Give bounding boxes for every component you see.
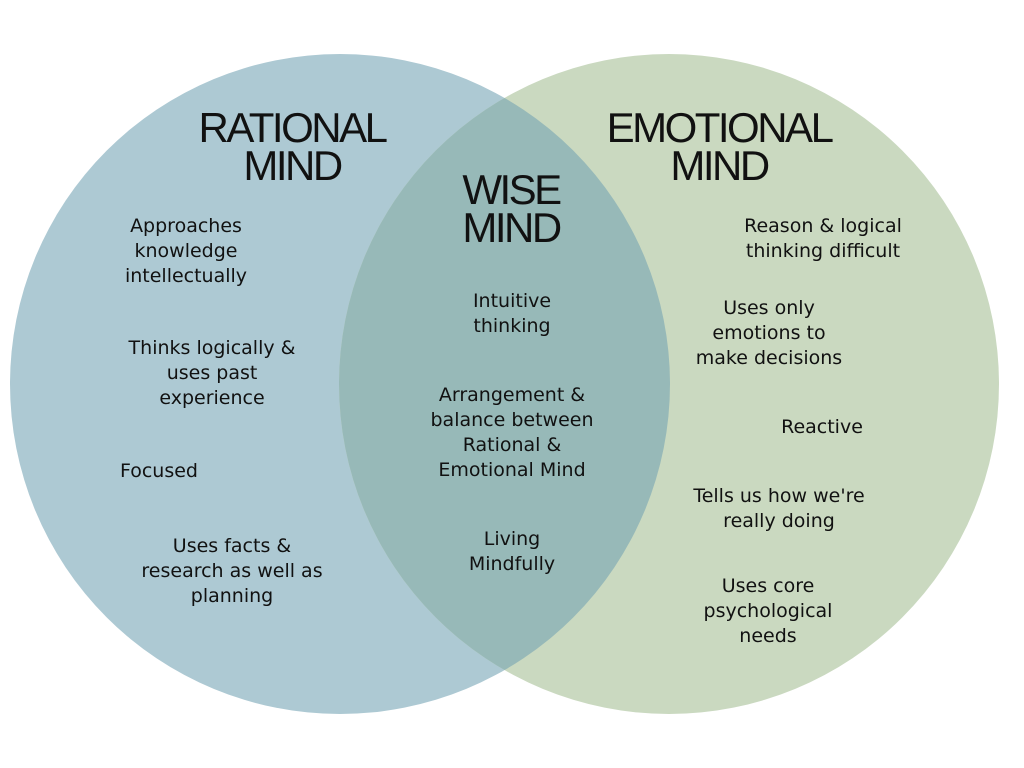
emotional-item-3: Reactive bbox=[781, 416, 863, 438]
emotional-item-2: Uses only emotions to make decisions bbox=[695, 297, 843, 369]
emotional-item-5: Uses core psychological needs bbox=[703, 575, 833, 647]
wise-item-2: Arrangement & balance between Rational &… bbox=[430, 384, 594, 481]
emotional-item-4: Tells us how we're really doing bbox=[693, 485, 865, 532]
wise-mind-title: WISE MIND bbox=[462, 166, 562, 251]
emotional-mind-title: EMOTIONAL MIND bbox=[606, 104, 834, 189]
wise-mind-overlap bbox=[339, 54, 670, 714]
wise-item-1: Intuitive thinking bbox=[472, 290, 552, 337]
wise-item-3: Living Mindfully bbox=[468, 528, 556, 575]
rational-item-3: Focused bbox=[119, 460, 198, 482]
emotional-item-1: Reason & logical thinking difficult bbox=[744, 215, 902, 262]
rational-mind-title: RATIONAL MIND bbox=[198, 104, 388, 189]
rational-item-1: Approaches knowledge intellectually bbox=[124, 215, 248, 287]
rational-item-2: Thinks logically & uses past experience bbox=[128, 337, 296, 409]
rational-item-4: Uses facts & research as well as plannin… bbox=[141, 535, 323, 607]
